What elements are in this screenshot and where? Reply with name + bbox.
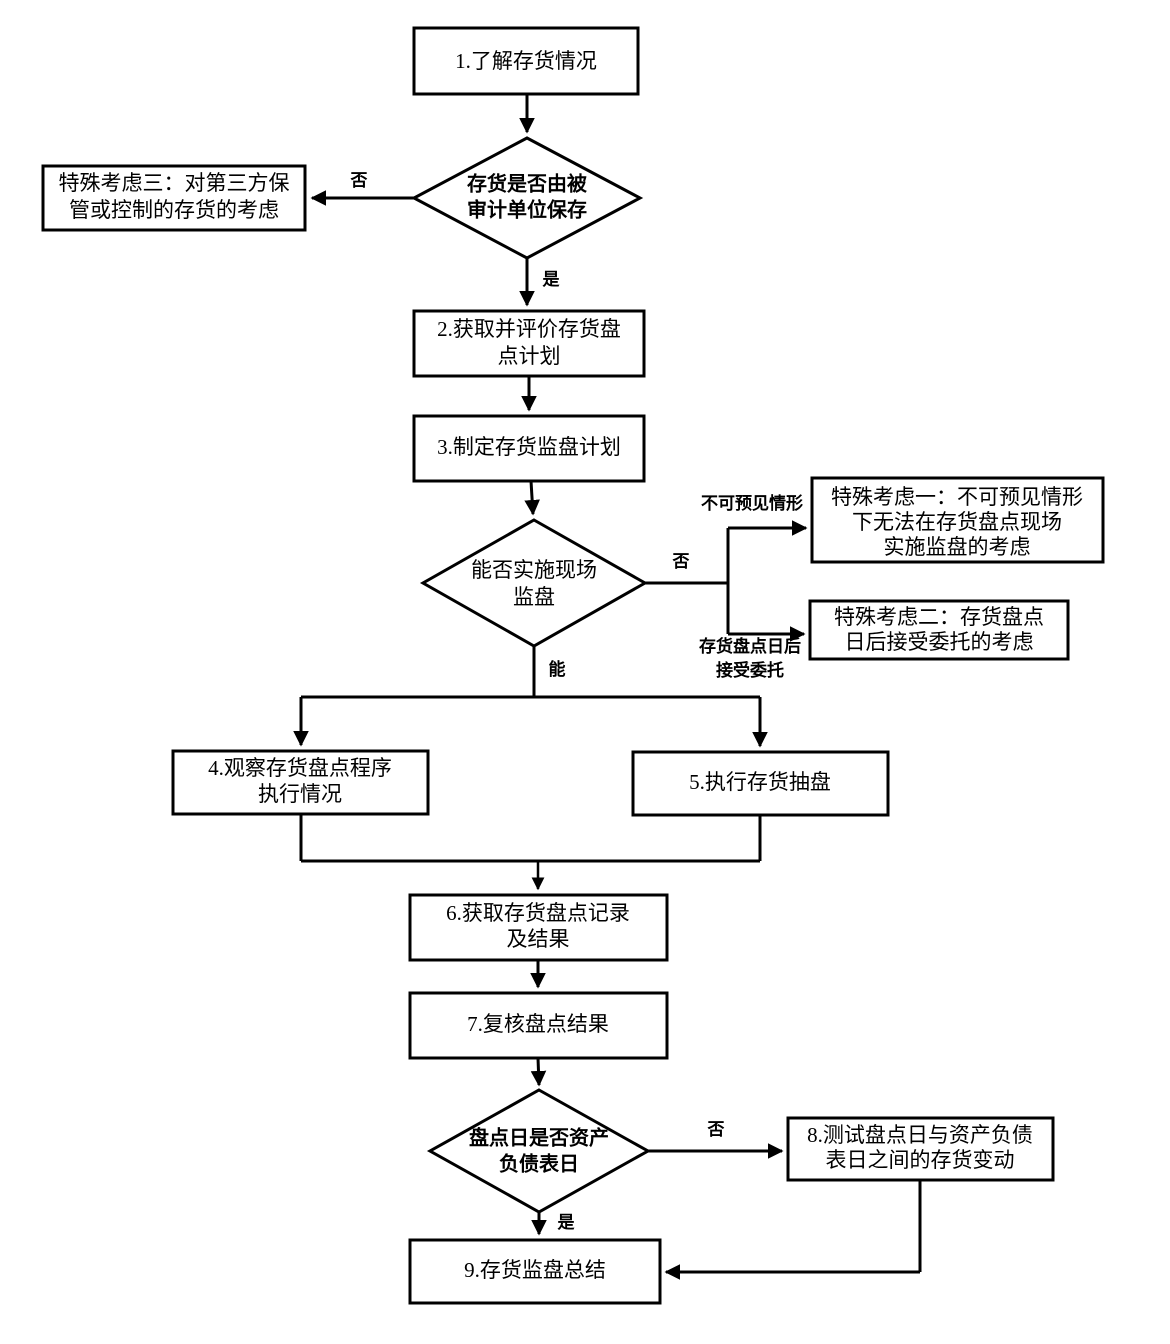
node-special-consideration-two[interactable]: 特殊考虑二：存货盘点 日后接受委托的考虑 [808,599,1070,661]
node-label-line1: 特殊考虑三：对第三方保 [59,171,290,195]
edge-n7-to-d3 [530,1057,547,1087]
node-inventory-observation-summary[interactable]: 9.存货监盘总结 [408,1238,662,1305]
edge-label-yes-3: 是 [558,1213,575,1232]
node-special-consideration-three[interactable]: 特殊考虑三：对第三方保 管或控制的存货的考虑 [41,164,307,232]
node-perform-test-counts[interactable]: 5.执行存货抽盘 [631,750,890,817]
node-label: 7.复核盘点结果 [467,1012,609,1036]
decision-label-line1: 盘点日是否资产 [469,1126,609,1150]
decision-label-line1: 能否实施现场 [471,558,597,582]
decision-label-line2: 监盘 [513,585,555,609]
node-box [631,750,890,817]
edge-label-can: 能 [549,659,566,679]
node-test-inventory-movements[interactable]: 8.测试盘点日与资产负债 表日之间的存货变动 [786,1116,1055,1182]
edge-label-no-3: 否 [707,1120,725,1139]
edge-label-unforeseen: 不可预见情形 [701,493,803,513]
node-label: 5.执行存货抽盘 [689,770,831,794]
decision-diamond [426,1088,652,1214]
node-obtain-evaluate-count-plan[interactable]: 2.获取并评价存货盘 点计划 [412,309,646,378]
node-label-line1: 2.获取并评价存货盘 [437,317,621,341]
node-label-line2: 下无法在存货盘点现场 [852,510,1062,534]
edge-label-after-count-date-line2: 接受委托 [716,660,784,680]
node-special-consideration-one[interactable]: 特殊考虑一：不可预见情形 下无法在存货盘点现场 实施监盘的考虑 [810,476,1105,564]
node-box [810,476,1105,564]
decision-diamond [410,136,644,260]
node-label-line2: 日后接受委托的考虑 [845,630,1034,654]
node-label-line1: 8.测试盘点日与资产负债 [807,1123,1033,1147]
node-label: 9.存货监盘总结 [464,1258,606,1282]
decision-can-observe-onsite[interactable]: 能否实施现场 监盘 [419,518,649,648]
decision-label-line2: 审计单位保存 [467,198,587,222]
decision-diamond [419,518,649,648]
node-box [408,893,669,962]
node-box [786,1116,1055,1182]
node-label-line2: 及结果 [507,927,570,951]
edge-n3-to-d2 [524,480,540,516]
node-label-line1: 特殊考虑一：不可预见情形 [831,485,1083,509]
node-label-line1: 特殊考虑二：存货盘点 [834,605,1044,629]
edge-label-yes-1: 是 [543,270,560,289]
decision-label-line2: 负债表日 [499,1152,579,1176]
node-box [41,164,307,232]
node-label-line3: 实施监盘的考虑 [884,535,1031,559]
node-label-line1: 4.观察存货盘点程序 [208,756,392,780]
node-label-line2: 执行情况 [258,782,342,806]
edge-label-after-count-date-line1: 存货盘点日后 [699,636,801,656]
edge-label-no-1: 否 [350,171,368,190]
decision-count-date-is-balance-sheet-date[interactable]: 盘点日是否资产 负债表日 [426,1088,652,1214]
decision-inventory-held-by-entity[interactable]: 存货是否由被 审计单位保存 [410,136,644,260]
node-label: 1.了解存货情况 [455,49,597,73]
node-box [808,599,1070,661]
node-box [408,1238,662,1305]
node-box [412,26,640,96]
node-observe-count-procedures[interactable]: 4.观察存货盘点程序 执行情况 [171,749,430,816]
node-box [412,309,646,378]
edge-label-no-2: 否 [672,552,690,571]
node-label-line2: 管或控制的存货的考虑 [69,198,279,222]
node-label-line2: 表日之间的存货变动 [826,1148,1015,1172]
node-label: 3.制定存货监盘计划 [437,435,621,459]
node-box [408,991,669,1060]
node-understand-inventory[interactable]: 1.了解存货情况 [412,26,640,96]
node-review-count-results[interactable]: 7.复核盘点结果 [408,991,669,1060]
node-develop-observation-plan[interactable]: 3.制定存货监盘计划 [412,414,646,483]
node-label-line1: 6.获取存货盘点记录 [446,901,630,925]
node-label-line2: 点计划 [498,344,561,368]
decision-label-line1: 存货是否由被 [467,172,588,196]
node-box [412,414,646,483]
node-box [171,749,430,816]
node-obtain-count-records[interactable]: 6.获取存货盘点记录 及结果 [408,893,669,962]
